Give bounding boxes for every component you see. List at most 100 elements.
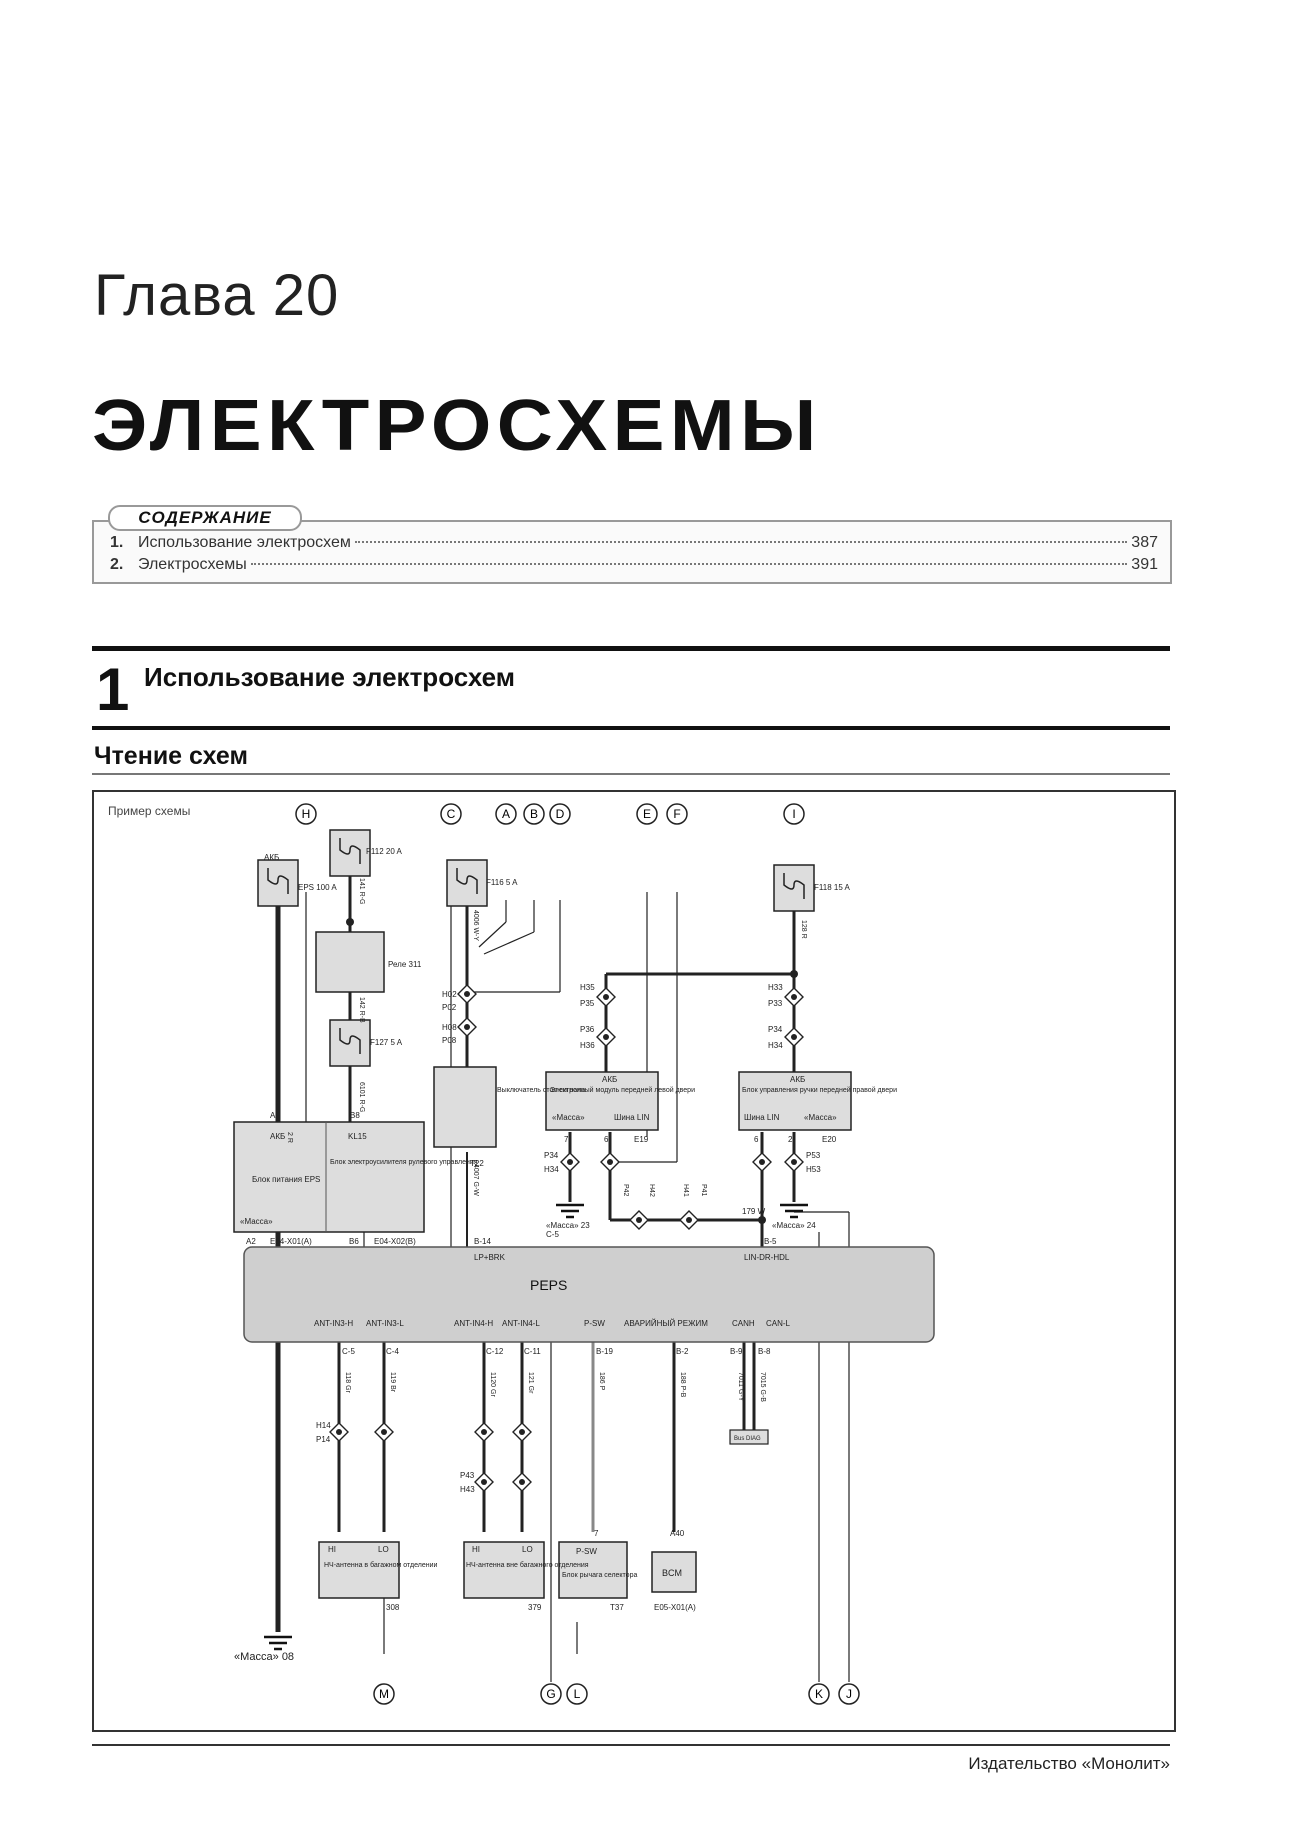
callout-l: L xyxy=(566,1683,588,1705)
publisher-name: Издательство «Монолит» xyxy=(968,1754,1170,1773)
bcm-label: BCM xyxy=(662,1568,682,1578)
connector-label: H36 xyxy=(580,1041,595,1050)
eps-ref: E04-X01(A) xyxy=(270,1237,312,1246)
callout-letter: I xyxy=(792,807,795,821)
peps-bottom-label: ANT-IN3-H xyxy=(314,1319,353,1328)
fuse-label: EPS 100 A xyxy=(298,883,337,892)
toc-item-page: 391 xyxy=(1131,556,1158,573)
callout-letter: D xyxy=(556,807,565,821)
wire-label: 2 R xyxy=(286,1132,293,1143)
pin-label: E20 xyxy=(822,1135,837,1144)
pin-label: АКБ xyxy=(602,1075,617,1084)
callout-j: J xyxy=(838,1683,860,1705)
peps-pin: B-2 xyxy=(676,1347,689,1356)
peps-pin: C-11 xyxy=(524,1347,541,1356)
callout-k: K xyxy=(808,1683,830,1705)
connector-label: H14 xyxy=(316,1421,331,1430)
relay-label: Реле 311 xyxy=(388,960,422,969)
module-ref: 379 xyxy=(528,1603,542,1612)
wire-label: 7015 G-B xyxy=(759,1372,766,1402)
pin-label: P-SW xyxy=(576,1547,597,1556)
pin-label: АКБ xyxy=(270,1132,285,1141)
footer-rule xyxy=(92,1744,1170,1746)
toc-leader xyxy=(354,541,1128,543)
peps-top-label: LIN-DR-HDL xyxy=(744,1253,790,1262)
selector-box xyxy=(558,1541,628,1599)
wire-label: 179 W xyxy=(742,1207,766,1216)
peps-pin: C-12 xyxy=(486,1347,504,1356)
pin-label: E19 xyxy=(634,1135,649,1144)
callout-letter: J xyxy=(846,1687,852,1701)
eps2-ref: E04-X02(B) xyxy=(374,1237,416,1246)
wire-label: 119 Br xyxy=(389,1372,396,1393)
callout-m: M xyxy=(373,1683,395,1705)
peps-bottom-label: CANH xyxy=(732,1319,755,1328)
connector-label: H34 xyxy=(768,1041,783,1050)
connector-label: P42 xyxy=(622,1184,629,1197)
toc-item[interactable]: 2. Электросхемы 391 xyxy=(110,556,1158,578)
peps-pin: C-4 xyxy=(386,1347,399,1356)
selector-label: Блок рычага селектора xyxy=(562,1572,637,1579)
callout-letter: B xyxy=(530,807,538,821)
switch-label: Выключатель стоп-сигнала xyxy=(497,1087,585,1094)
wire-label: 7011 G-Y xyxy=(737,1372,744,1402)
peps-bottom-label: CAN-L xyxy=(766,1319,791,1328)
eps2-module-label: Блок электроусилителя рулевого управлени… xyxy=(330,1159,478,1166)
connector-label: H53 xyxy=(806,1165,821,1174)
fuse-label: F127 5 A xyxy=(370,1038,403,1047)
connector-label: P41 xyxy=(700,1184,707,1197)
pin-label: A1 xyxy=(270,1111,280,1120)
wire-label: 6101 R-G xyxy=(358,1082,365,1112)
peps-pin: C-5 xyxy=(342,1347,355,1356)
brake-switch-box xyxy=(433,1066,497,1148)
trunk-antenna-box xyxy=(318,1541,400,1599)
pin-label: A2 xyxy=(246,1237,256,1246)
wire-label: 118 Gr xyxy=(344,1372,351,1394)
peps-label: PEPS xyxy=(530,1277,567,1293)
toc-leader xyxy=(250,563,1128,565)
wire-label: 142 R-B xyxy=(358,997,365,1023)
fuse-f112 xyxy=(329,829,371,877)
callout-b: B xyxy=(523,803,545,825)
peps-top-label: LP+BRK xyxy=(474,1253,506,1262)
misc-label: T22 xyxy=(470,1159,484,1168)
ground-23 xyxy=(554,1203,586,1219)
fuse-label: F116 5 A xyxy=(486,878,518,887)
peps-bottom-label: ANT-IN4-L xyxy=(502,1319,540,1328)
callout-letter: M xyxy=(379,1687,389,1701)
fuse-label: F112 20 A xyxy=(366,847,403,856)
pin-label: KL15 xyxy=(348,1132,367,1141)
wire-label: 1120 Gr xyxy=(489,1372,496,1397)
connector-label: P02 xyxy=(442,1003,457,1012)
pin-label: 7 xyxy=(594,1529,599,1538)
toc-item[interactable]: 1. Использование электросхем 387 xyxy=(110,534,1158,556)
connector-label: P43 xyxy=(460,1471,475,1480)
peps-bottom-label: ANT-IN3-L xyxy=(366,1319,404,1328)
connector-label: H35 xyxy=(580,983,595,992)
connector-label: P34 xyxy=(768,1025,783,1034)
pin-label: Шина LIN xyxy=(744,1113,780,1122)
toc-item-page: 387 xyxy=(1131,534,1158,551)
section-title: Использование электросхем xyxy=(144,662,516,692)
connector-label: P14 xyxy=(316,1435,331,1444)
connector-label: H02 xyxy=(442,990,457,999)
peps-pin: B-19 xyxy=(596,1347,613,1356)
callout-letter: A xyxy=(502,807,510,821)
pin-label: B8 xyxy=(350,1111,360,1120)
connector-label: H43 xyxy=(460,1485,475,1494)
akb-label: АКБ xyxy=(264,853,279,862)
pin-label: LO xyxy=(522,1545,533,1554)
peps-module-box xyxy=(243,1246,935,1343)
ground-label: «Масса» 23 xyxy=(546,1221,590,1230)
wire-label: 4006 W-Y xyxy=(472,910,479,941)
peps-top-pin: B-5 xyxy=(764,1237,777,1246)
peps-pin: C-5 xyxy=(546,1230,559,1239)
front-right-module-label: Блок управления ручки передней правой дв… xyxy=(742,1086,897,1094)
pin-label: LO xyxy=(378,1545,389,1554)
outside-antenna-label: НЧ-антенна вне багажного отделения xyxy=(466,1561,589,1569)
callout-letter: F xyxy=(673,807,680,821)
fuse-label: F118 15 A xyxy=(814,883,851,892)
callout-c: C xyxy=(440,803,462,825)
